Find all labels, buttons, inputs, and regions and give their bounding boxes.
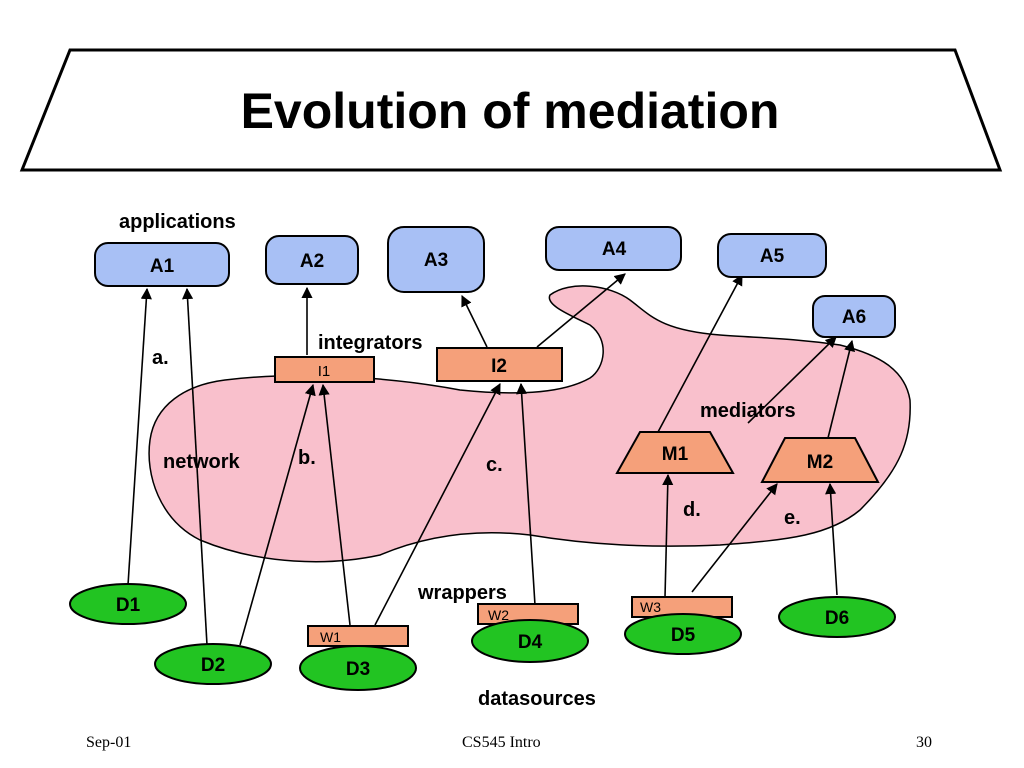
datasource-d4: D4 (471, 619, 589, 663)
datasource-d3: D3 (299, 645, 417, 691)
applications-label: applications (119, 211, 236, 233)
arrow-i2-a4 (536, 273, 626, 348)
application-a1: A1 (94, 242, 230, 287)
step-a-label: a. (152, 347, 169, 369)
connectors (127, 273, 856, 646)
mediators-label: mediators (700, 400, 796, 422)
mediator-m1: M1 (615, 431, 735, 474)
wrapper-w1: W1 (307, 625, 409, 647)
application-a2-label: A2 (300, 251, 324, 272)
wrapper-w2: W2 (477, 603, 579, 625)
application-a4: A4 (545, 226, 682, 271)
slide-title: Evolution of mediation (241, 83, 780, 139)
mediator-m2: M2 (760, 437, 880, 483)
step-b-label: b. (298, 447, 316, 469)
application-a6-label: A6 (842, 307, 866, 328)
arrow-m1-a5 (657, 274, 743, 433)
application-a5-label: A5 (760, 246, 785, 267)
arrow-w1-i2 (374, 383, 501, 626)
datasource-d5: D5 (624, 613, 742, 655)
wrappers-label: wrappers (417, 582, 507, 604)
datasource-d2-label: D2 (201, 655, 225, 676)
application-a5: A5 (717, 233, 827, 278)
application-a2: A2 (265, 235, 359, 285)
mediator-m2-label: M2 (807, 452, 833, 473)
datasource-d2: D2 (154, 643, 272, 685)
arrow-d2-a1 (181, 287, 208, 646)
wrapper-w3-label: W3 (640, 599, 661, 615)
footer-page-number: 30 (916, 734, 932, 751)
network-label: network (163, 451, 241, 473)
integrator-i2-label: I2 (491, 356, 507, 377)
datasource-d3-label: D3 (346, 659, 370, 680)
arrow-d1-a1 (127, 287, 152, 586)
arrow-d6-m2 (825, 482, 838, 596)
integrators-label: integrators (318, 332, 422, 354)
mediator-m1-label: M1 (662, 444, 689, 465)
footer-course: CS545 Intro (462, 734, 541, 751)
application-a3-label: A3 (424, 250, 448, 271)
integrator-i2: I2 (436, 347, 563, 382)
step-d-label: d. (683, 499, 701, 521)
footer-date: Sep-01 (86, 734, 132, 751)
application-a1-label: A1 (150, 256, 175, 277)
datasource-d4-label: D4 (518, 632, 543, 653)
arrow-w3-m2 (691, 483, 778, 593)
integrator-i1-label: I1 (318, 363, 331, 380)
arrow-m2-a6-left (747, 336, 837, 424)
network-region (148, 285, 911, 563)
arrow-d2-i1 (239, 383, 316, 646)
datasource-d1-label: D1 (116, 595, 141, 616)
integrator-i1: I1 (274, 356, 375, 383)
datasource-d6: D6 (778, 596, 896, 638)
title-banner: Evolution of mediation (19, 48, 1003, 172)
application-a3: A3 (387, 226, 485, 293)
application-a6: A6 (812, 295, 896, 338)
datasources-label: datasources (478, 688, 596, 710)
step-e-label: e. (784, 507, 801, 529)
datasource-d1: D1 (69, 583, 187, 625)
wrapper-w2-label: W2 (488, 607, 509, 623)
arrow-w3-m1 (662, 473, 674, 598)
datasource-d6-label: D6 (825, 608, 849, 629)
step-c-label: c. (486, 454, 503, 476)
arrow-i2-a3 (461, 294, 488, 348)
application-a4-label: A4 (602, 239, 627, 260)
wrapper-w1-label: W1 (320, 629, 341, 645)
arrow-w1-i1 (318, 383, 351, 626)
datasource-d5-label: D5 (671, 625, 696, 646)
arrow-m2-a6-right (827, 339, 856, 439)
arrow-w2-i2 (516, 382, 536, 606)
